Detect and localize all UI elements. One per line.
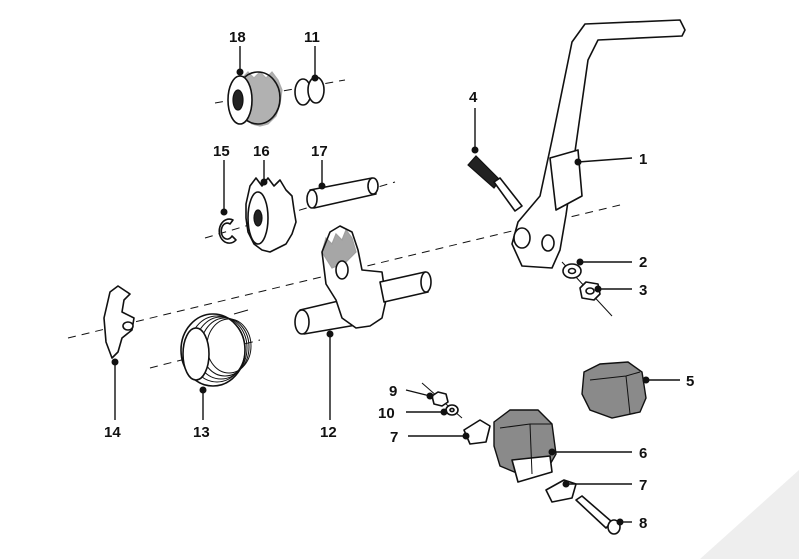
callout-number-8: 8	[639, 515, 647, 532]
callout-number-6: 6	[639, 445, 647, 462]
small-nut	[431, 391, 449, 407]
callout-number-7-lower: 7	[639, 477, 647, 494]
lever-rubber	[493, 409, 557, 483]
kickstart-gear	[245, 177, 297, 253]
return-spring	[180, 309, 252, 387]
callout-4: 4	[469, 89, 479, 154]
callout-18: 18	[229, 29, 246, 76]
screw	[575, 495, 621, 535]
rubber-pad	[581, 361, 647, 419]
nut	[579, 281, 601, 301]
callout-15: 15	[213, 143, 230, 216]
callout-number-5: 5	[686, 373, 694, 390]
callout-13: 13	[193, 386, 210, 441]
small-washer	[445, 404, 459, 416]
callout-number-13: 13	[193, 424, 210, 441]
callout-number-4: 4	[469, 89, 478, 106]
callout-10: 10	[378, 405, 448, 422]
callout-6: 6	[548, 445, 647, 462]
callout-number-1: 1	[639, 151, 647, 168]
callout-number-12: 12	[320, 424, 337, 441]
snap-ring	[218, 218, 237, 244]
callout-17: 17	[311, 143, 328, 190]
washer	[562, 263, 582, 279]
callout-5: 5	[642, 373, 694, 390]
callout-number-11: 11	[304, 29, 320, 46]
callout-7-lower: 7	[562, 477, 647, 494]
callout-2: 2	[576, 254, 647, 271]
lever-pin	[467, 155, 523, 212]
circlip	[294, 76, 325, 106]
callout-number-15: 15	[213, 143, 230, 160]
callout-number-3: 3	[639, 282, 647, 299]
callout-number-18: 18	[229, 29, 246, 46]
callout-9: 9	[389, 383, 434, 400]
callout-number-10: 10	[378, 405, 395, 422]
callout-12: 12	[320, 330, 337, 441]
callout-number-16: 16	[253, 143, 270, 160]
callout-number-17: 17	[311, 143, 328, 160]
callout-11: 11	[304, 29, 320, 82]
kickstart-shaft	[294, 225, 432, 335]
watermark-logo	[700, 470, 799, 559]
callout-3: 3	[594, 282, 647, 299]
callout-number-14: 14	[104, 424, 121, 441]
callout-14: 14	[104, 358, 121, 441]
callout-8: 8	[616, 515, 647, 532]
callout-16: 16	[253, 143, 270, 186]
intermediate-gear	[227, 71, 283, 127]
kickstart-lever	[511, 19, 686, 269]
shaft-sleeve	[306, 177, 379, 209]
callout-number-9: 9	[389, 383, 397, 400]
callout-1: 1	[574, 151, 647, 168]
callout-7-upper: 7	[390, 429, 470, 446]
spring-stop	[103, 285, 135, 359]
callout-number-2: 2	[639, 254, 647, 271]
callout-number-7-upper: 7	[390, 429, 398, 446]
clip-upper	[463, 419, 491, 445]
